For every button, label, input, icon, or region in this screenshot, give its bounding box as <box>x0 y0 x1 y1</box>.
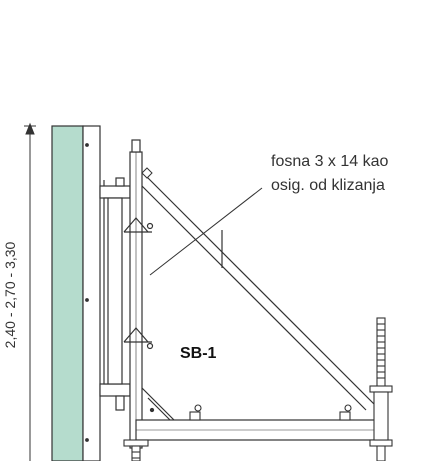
pin-marker <box>141 167 153 179</box>
annotation-leader <box>149 187 263 276</box>
bracket-post <box>129 139 143 449</box>
panel-frame <box>82 125 101 461</box>
annotation-line-1: fosna 3 x 14 kao <box>271 153 389 170</box>
beam-clips <box>149 404 352 421</box>
element-label: SB-1 <box>180 345 217 362</box>
height-dimension-label: 2,40 - 2,70 - 3,30 <box>2 241 18 348</box>
formwork-panel <box>51 125 84 461</box>
diagonal-brace <box>141 171 381 421</box>
wedge-clamps <box>123 217 154 350</box>
waler-assembly <box>99 177 131 411</box>
adjusting-spindle-right <box>369 317 393 461</box>
annotation-line-2: osig. od klizanja <box>271 177 385 194</box>
height-dimension <box>24 122 36 461</box>
adjusting-spindle-left <box>123 439 149 461</box>
bottom-beam <box>135 419 387 441</box>
